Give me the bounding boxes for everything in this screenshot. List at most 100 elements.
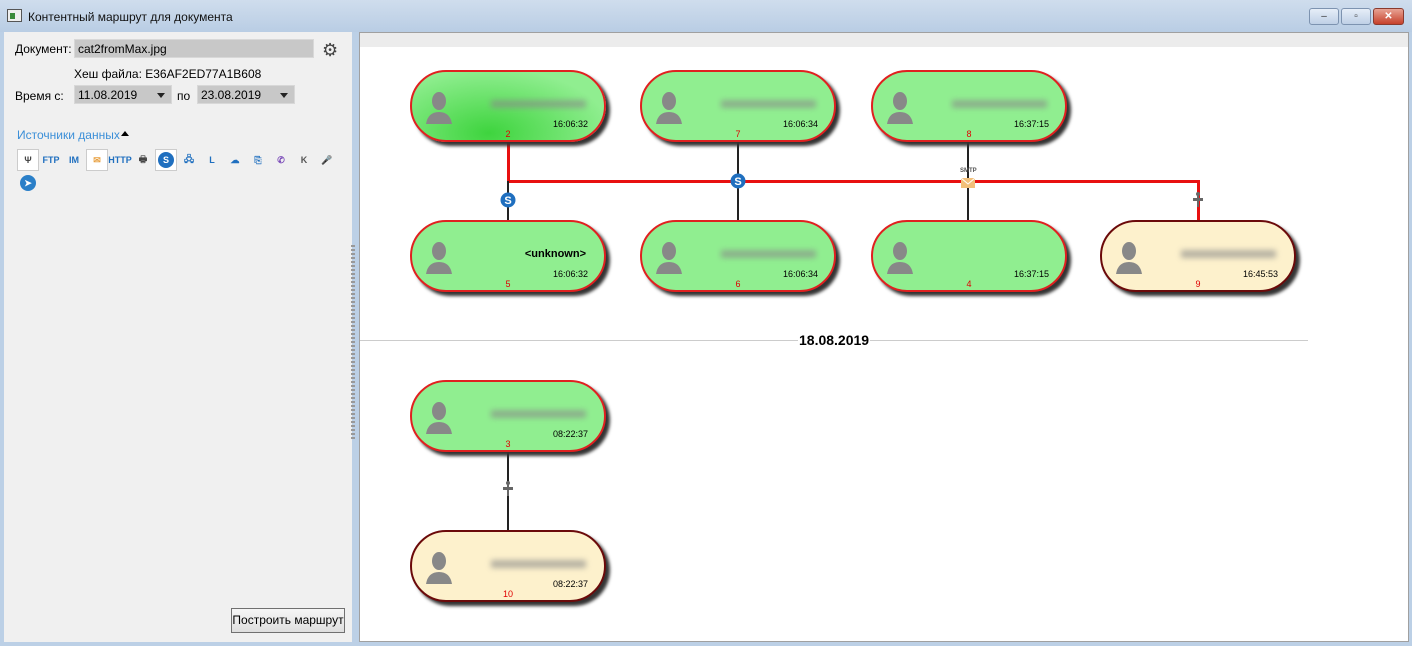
date-from-select[interactable]: 11.08.2019 [74,85,172,104]
contact-node[interactable]: 16:06:34 6 [640,220,836,292]
person-avatar-icon [426,552,452,584]
to-label: по [177,89,191,103]
source-glyph: FTP [42,155,60,165]
source-skype-icon[interactable]: S [155,149,177,171]
smtp-icon: SMTP [960,168,977,189]
window-title: Контентный маршрут для документа [28,10,233,24]
route-graph: 18.08.2019 S S SMTP 16:06:32 2 16:06:34 7 16:37… [359,32,1409,642]
source-usb-icon[interactable]: Ψ [17,149,39,171]
person-avatar-icon [887,242,913,274]
skype-icon: S [500,192,516,208]
node-time: 08:22:37 [552,429,588,439]
contact-node[interactable]: 08:22:37 10 [410,530,606,602]
build-route-button[interactable]: Построить маршрут [231,608,345,633]
node-name-redacted [721,250,816,258]
source-glyph: 🖶 [138,154,148,164]
source-microphone-icon[interactable]: 🎤 [316,149,338,171]
contact-node[interactable]: 16:45:53 9 [1100,220,1296,292]
node-number: 7 [735,129,741,139]
title-bar: Контентный маршрут для документа – ▫ ✕ [0,0,1412,32]
close-button[interactable]: ✕ [1373,8,1404,25]
maximize-button[interactable]: ▫ [1341,8,1371,25]
node-number: 10 [502,589,513,599]
data-sources-toggle[interactable]: Источники данных [17,128,120,142]
person-avatar-icon [426,242,452,274]
source-telegram-icon[interactable]: ➤ [17,172,39,194]
app-icon [7,9,22,22]
node-name-redacted [491,560,586,568]
source-glyph: HTTP [108,155,132,165]
node-number: 8 [966,129,972,139]
person-avatar-icon [426,92,452,124]
person-avatar-icon [656,92,682,124]
node-name-redacted [1181,250,1276,258]
node-time: 16:06:34 [782,269,818,279]
node-number: 3 [505,439,511,449]
contact-node[interactable]: 16:06:32 2 [410,70,606,142]
chevron-down-icon [280,93,288,98]
source-http-icon[interactable]: HTTP [108,149,132,171]
usb-icon [1190,192,1206,208]
svg-text:S: S [504,195,511,207]
file-hash: Хеш файла: E36AF2ED77A1B608 [74,67,262,81]
smtp-label: SMTP [960,168,977,174]
splitter-handle[interactable] [351,245,355,440]
source-glyph: ✆ [277,154,285,165]
source-glyph: Ψ [24,155,32,165]
person-avatar-icon [1116,242,1142,274]
node-name-redacted [952,100,1047,108]
node-number: 5 [505,279,511,289]
source-glyph: ☁ [230,154,240,165]
svg-text:S: S [734,176,741,188]
skype-icon: S [730,173,746,189]
minimize-button[interactable]: – [1309,8,1339,25]
source-glyph: ✉ [93,154,101,165]
date-to-select[interactable]: 23.08.2019 [197,85,295,104]
source-viber-icon[interactable]: ✆ [270,149,292,171]
source-printer-icon[interactable]: 🖶 [132,149,154,171]
source-mail-icon[interactable]: ✉ [86,149,108,171]
source-glyph: S [158,152,174,168]
source-glyph: K [300,155,308,165]
person-avatar-icon [426,402,452,434]
source-clipboard-icon[interactable]: ⎘ [247,149,269,171]
source-glyph: ➤ [20,175,36,191]
time-label: Время с: [15,89,64,103]
node-time: 08:22:37 [552,579,588,589]
source-ftp-icon[interactable]: FTP [40,149,62,171]
source-glyph: L [209,155,215,165]
node-number: 4 [966,279,972,289]
edge-line [506,142,510,181]
gear-icon[interactable]: ⚙ [322,40,339,60]
contact-node[interactable]: 16:37:15 8 [871,70,1067,142]
node-time: 16:06:34 [782,119,818,129]
node-number: 6 [735,279,741,289]
source-glyph: ⎘ [254,154,262,165]
document-label: Документ: [15,42,72,56]
node-time: 16:06:32 [552,119,588,129]
source-im-icon[interactable]: IM [63,149,85,171]
collapse-icon[interactable] [121,131,129,136]
chevron-down-icon [157,93,165,98]
node-name: <unknown> [524,248,586,260]
contact-node[interactable]: 08:22:37 3 [410,380,606,452]
node-time: 16:37:15 [1013,119,1049,129]
settings-panel: Документ: cat2fromMax.jpg ⚙ Хеш файла: E… [4,32,352,642]
date-separator-label: 18.08.2019 [798,332,871,348]
source-lync-icon[interactable]: L [201,149,223,171]
node-number: 9 [1195,279,1201,289]
source-cloud-icon[interactable]: ☁ [224,149,246,171]
person-avatar-icon [887,92,913,124]
source-keylogger-icon[interactable]: K [293,149,315,171]
person-avatar-icon [656,242,682,274]
document-field[interactable]: cat2fromMax.jpg [74,39,314,58]
node-time: 16:45:53 [1242,269,1278,279]
contact-node[interactable]: 16:06:34 7 [640,70,836,142]
node-number: 2 [505,129,511,139]
source-glyph: 🖧 [183,154,195,164]
source-network-icon[interactable]: 🖧 [178,149,200,171]
canvas-header [360,33,1408,47]
